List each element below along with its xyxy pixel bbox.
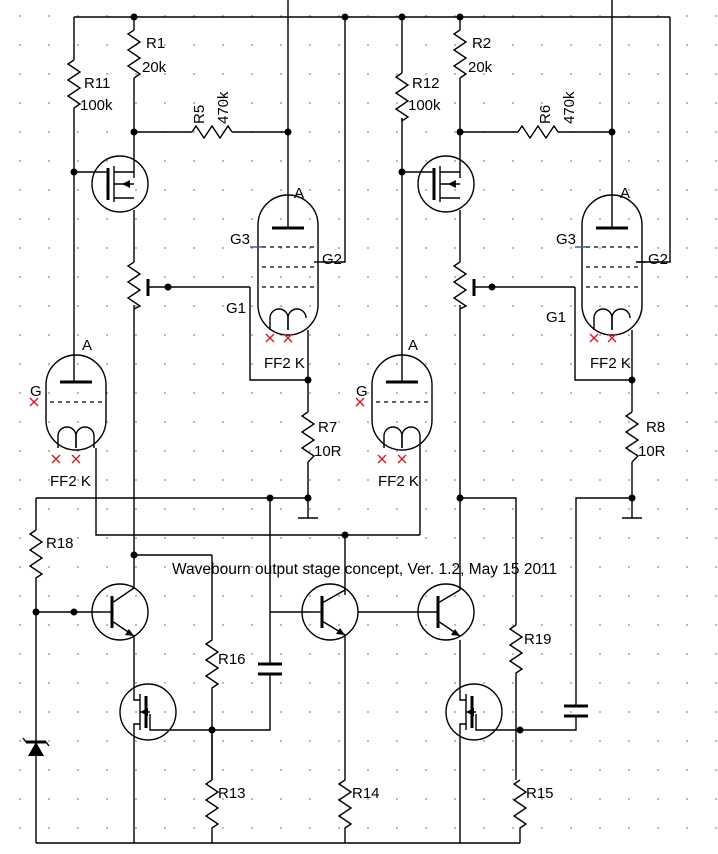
r1-value: 20k [142,59,167,76]
r7-value: 10R [314,443,342,460]
pentode-right [575,194,646,343]
pentode-left-g2: G2 [322,251,342,268]
zener-diode [22,735,50,760]
pentode-right-anode: A [620,185,630,202]
triode-left [29,350,107,464]
capacitor-right [564,690,588,720]
wires-lower [35,554,520,844]
mosfet-lower-right [445,683,503,741]
r8-label: R8 [646,419,665,436]
pentode-right-g1: G1 [546,309,566,326]
pentode-left-filament: FF2 K [264,355,305,372]
grid-dots [19,15,717,829]
r1-label: R1 [146,35,165,52]
r2-label: R2 [472,35,491,52]
r8-value: 10R [638,443,666,460]
pentode-left [250,194,322,343]
r2-value: 20k [468,59,493,76]
r6-label: R6 [537,105,554,124]
pentode-left-anode: A [294,185,304,202]
r6-value: 470k [561,91,578,124]
pentode-right-g3: G3 [556,231,576,248]
r12-value: 100k [408,97,441,114]
r15-label: R15 [526,785,554,802]
diagram-title: Wavebourn output stage concept, Ver. 1.2… [172,561,557,578]
resistor-symbols [28,29,640,843]
mosfet-lower-left [119,683,177,741]
mosfet-upper-right [417,155,475,213]
triode-left-filament: FF2 K [50,473,91,490]
r13-label: R13 [218,785,246,802]
triode-mid-grid: G [356,383,368,400]
bjt-mid [301,583,359,641]
r19-label: R19 [524,631,552,648]
pentode-right-filament: FF2 K [590,355,631,372]
mosfet-upper-left [91,155,149,213]
bjt-left [91,555,149,641]
triode-mid-filament: FF2 K [378,473,419,490]
triode-mid [355,350,433,464]
pentode-left-g3: G3 [230,231,250,248]
r5-label: R5 [191,105,208,124]
r5-value: 470k [215,91,232,124]
junction-dots [32,13,636,734]
r11-value: 100k [80,97,113,114]
capacitor-left [258,650,282,690]
r14-label: R14 [352,785,380,802]
r11-label: R11 [84,75,110,92]
triode-left-anode: A [82,337,92,354]
pentode-right-g2: G2 [648,251,668,268]
r16-label: R16 [218,651,246,668]
labels: R1 20k R2 20k R11 100k R12 100k R5 470k … [30,35,668,802]
bjt-right [417,583,475,641]
r12-label: R12 [412,75,440,92]
r7-label: R7 [318,419,337,436]
triode-mid-anode: A [408,337,418,354]
triode-left-grid: G [30,383,42,400]
r18-label: R18 [46,535,74,552]
wires-upper [35,0,671,731]
pentode-left-g1: G1 [226,300,246,317]
